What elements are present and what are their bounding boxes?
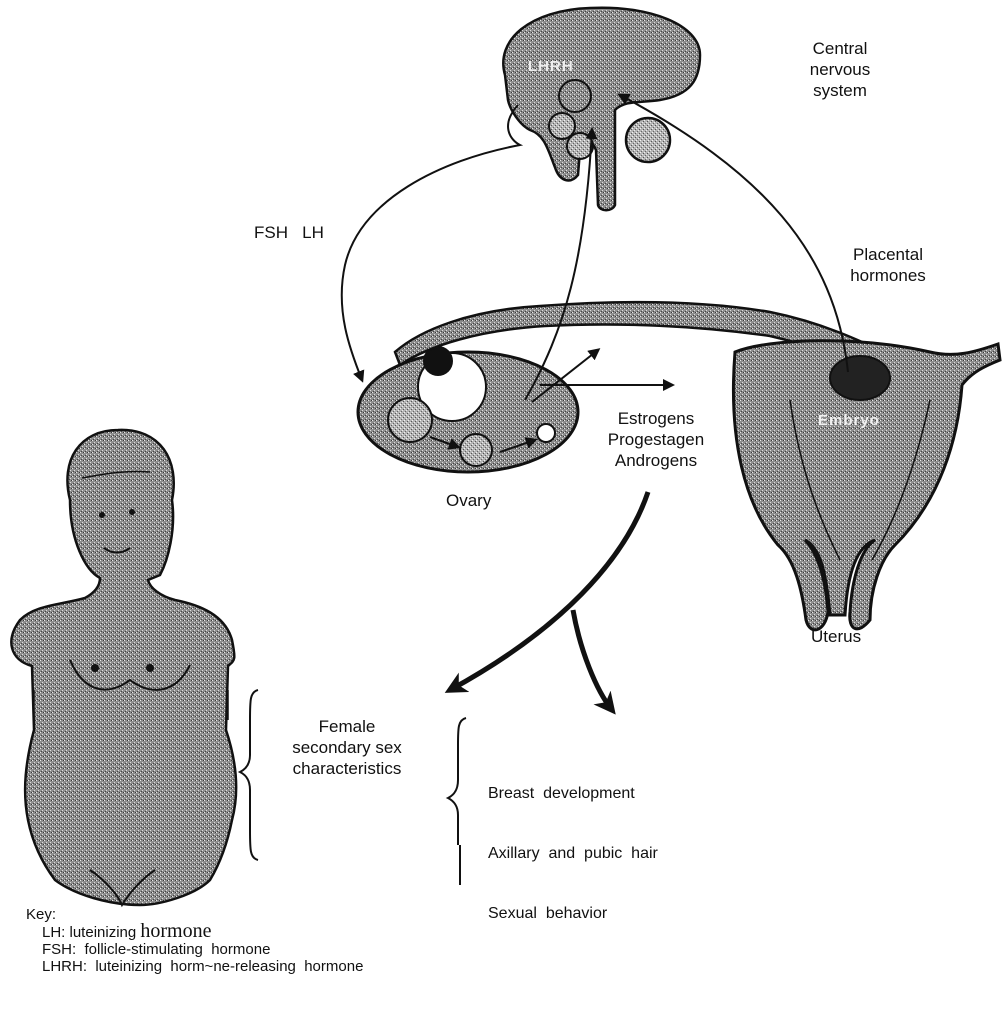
female-figure: [11, 430, 236, 905]
steroid-label-estrogens: Estrogens: [586, 408, 726, 429]
lhrh-brain-label: LHRH: [528, 58, 574, 75]
cns-label-line-1: Central: [780, 38, 900, 59]
female-secondary-line-1: Female: [272, 716, 422, 737]
key-lh: LH: luteinizing hormone: [26, 923, 363, 941]
cns-label: Central nervous system: [780, 38, 900, 101]
uterus-illustration: [733, 341, 1000, 630]
arrow-to-effects: [573, 610, 612, 710]
key-lh-word: hormone: [140, 920, 211, 942]
cns-label-line-3: system: [780, 80, 900, 101]
female-secondary-line-2: secondary sex: [272, 737, 422, 758]
gonadotropins-label: FSH LH: [254, 222, 324, 243]
cns-label-line-2: nervous: [780, 59, 900, 80]
ovary-label: Ovary: [446, 490, 491, 511]
brace-left: [240, 690, 258, 860]
effect-axillary-pubic-hair: Axillary and pubic hair: [488, 844, 658, 864]
effects-list: Breast development Axillary and pubic ha…: [488, 744, 658, 944]
steroid-hormones-label: Estrogens Progestagen Androgens: [586, 408, 726, 471]
brace-right: [448, 718, 466, 845]
uterus-label: Uterus: [811, 626, 861, 647]
brain-illustration: [503, 8, 700, 211]
steroid-label-androgens: Androgens: [586, 450, 726, 471]
key-fsh: FSH: follicle-stimulating hormone: [26, 941, 363, 958]
key-lh-prefix: LH: luteinizing: [42, 924, 136, 941]
effect-breast-development: Breast development: [488, 784, 658, 804]
placental-label-line-1: Placental: [828, 244, 948, 265]
female-secondary-label: Female secondary sex characteristics: [272, 716, 422, 779]
effect-sexual-behavior: Sexual behavior: [488, 904, 658, 924]
female-secondary-line-3: characteristics: [272, 758, 422, 779]
steroid-label-progestagen: Progestagen: [586, 429, 726, 450]
placental-label-line-2: hormones: [828, 265, 948, 286]
key-lhrh: LHRH: luteinizing horm~ne-releasing horm…: [26, 958, 363, 975]
placental-hormones-label: Placental hormones: [828, 244, 948, 286]
ovary-illustration: [358, 346, 578, 472]
key-legend: Key: LH: luteinizing hormone FSH: follic…: [26, 906, 363, 975]
arrow-to-female-characteristics: [450, 492, 648, 690]
embryo-label: Embryo: [818, 412, 880, 429]
